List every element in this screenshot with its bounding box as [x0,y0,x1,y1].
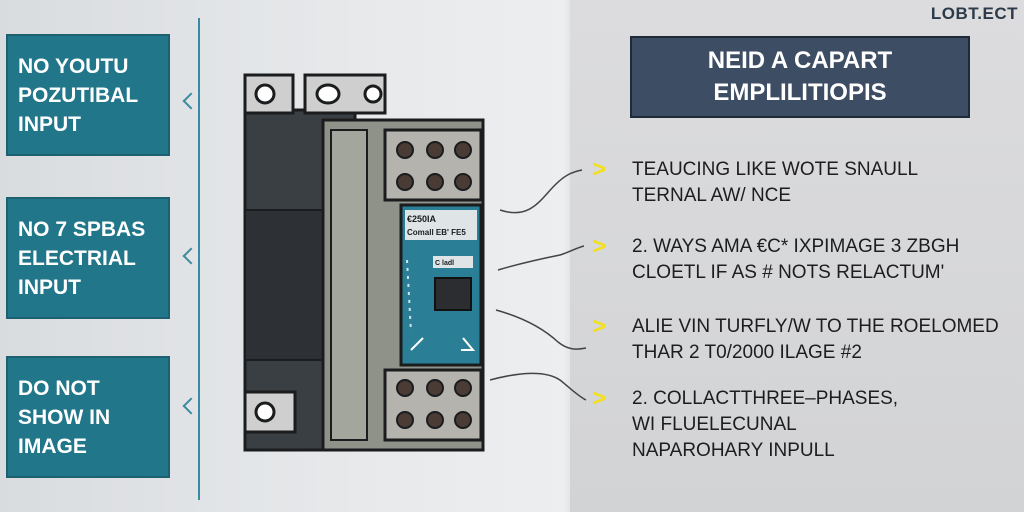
terminal-screw-icon [396,141,414,159]
connector-line [497,245,585,271]
device-small-label-text: C ladl [435,260,454,267]
screw-hole-icon [254,401,276,423]
connector-line [489,372,587,401]
arrow-right-icon: > [592,233,607,260]
device-side-panel [244,209,336,361]
bullet-item: > TEAUCING LIKE WOTE SNAULL TERNAL AW/ N… [592,157,918,209]
bullet-text: TEAUCING LIKE WOTE SNAULL TERNAL AW/ NCE [632,159,919,206]
screw-hole-icon [315,83,341,105]
left-callout-text: NO YOUTU POZUTIBAL INPUT [18,54,139,136]
left-callout-box: NO 7 SPBAS ELECTRIAL INPUT [6,197,170,319]
device-label-plate [405,210,477,240]
title-text: NEID A CAPART EMPLILITIOPIS [707,47,893,106]
arrow-marking-icon [410,337,476,351]
device-front-ridge [330,129,368,441]
left-callout-text: DO NOT SHOW IN IMAGE [18,376,111,458]
device-small-label [433,256,473,268]
terminal-screw-icon [396,379,414,397]
terminal-screw-icon [426,173,444,191]
screw-hole-icon [254,83,276,105]
brand-logo: LOBT.ECT [930,4,1018,23]
device-label-rating: €250IA [407,214,437,224]
left-callout-text: NO 7 SPBAS ELECTRIAL INPUT [18,217,146,299]
left-callout-box: NO YOUTU POZUTIBAL INPUT [6,34,170,156]
bullet-text: 2. COLLACTTHREE–PHASES, WI FLUELECUNAL N… [632,388,899,461]
bullet-item: > 2. COLLACTTHREE–PHASES, WI FLUELECUNAL… [592,386,898,464]
left-callout-box: DO NOT SHOW IN IMAGE [6,356,170,478]
screw-hole-icon [363,84,383,104]
terminal-screw-icon [396,411,414,429]
connector-line [495,309,587,350]
terminal-screw-icon [426,141,444,159]
mounting-tab [243,73,295,115]
arrow-right-icon: > [592,156,607,183]
bullet-item: > ALIE VIN TURFLY/W TO THE ROELOMED THAR… [592,314,999,366]
connector-line [499,169,583,214]
terminal-screw-icon [454,379,472,397]
reset-button-icon [434,277,472,311]
terminal-screw-icon [454,173,472,191]
mounting-tab [243,390,297,434]
bullet-text: 2. WAYS AMA €C* IXPIMAGE 3 ZBGH CLOETL I… [632,236,960,283]
arrow-right-icon: > [592,385,607,412]
bullet-item: > 2. WAYS AMA €C* IXPIMAGE 3 ZBGH CLOETL… [592,234,959,286]
terminal-screw-icon [454,141,472,159]
terminal-screw-icon [454,411,472,429]
title-box: NEID A CAPART EMPLILITIOPIS [630,36,970,118]
terminal-screw-icon [426,411,444,429]
arrow-right-icon: > [592,313,607,340]
left-divider-line [198,18,200,500]
terminal-screw-icon [426,379,444,397]
device-label-model: Comall EB' FE5 [407,228,466,237]
terminal-screw-icon [396,173,414,191]
contactor-device-illustration: €250IA Comall EB' FE5 C ladl [243,73,485,452]
bullet-text: ALIE VIN TURFLY/W TO THE ROELOMED THAR 2… [632,316,999,363]
